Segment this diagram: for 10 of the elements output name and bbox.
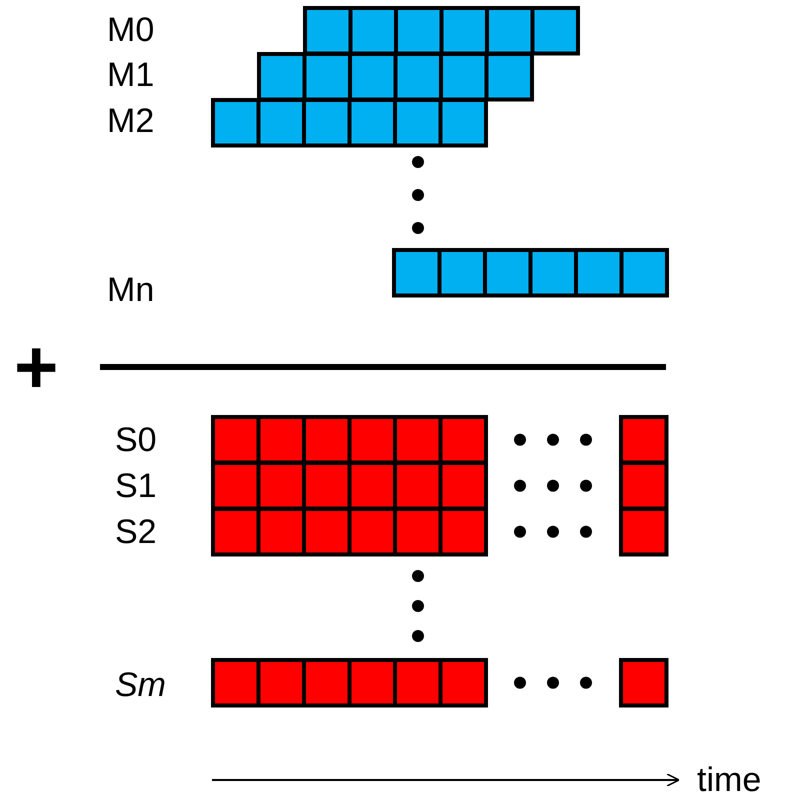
- row-label: Sm: [115, 665, 166, 705]
- row-label: S1: [115, 466, 157, 506]
- row-label: M0: [107, 10, 154, 50]
- row-label: M1: [107, 55, 154, 95]
- plus-sign: +: [14, 330, 58, 406]
- row-label: S2: [115, 512, 157, 552]
- row-label: S0: [115, 420, 157, 460]
- row-label: M2: [107, 101, 154, 141]
- row-label: Mn: [107, 270, 154, 310]
- axis-label: time: [697, 760, 762, 799]
